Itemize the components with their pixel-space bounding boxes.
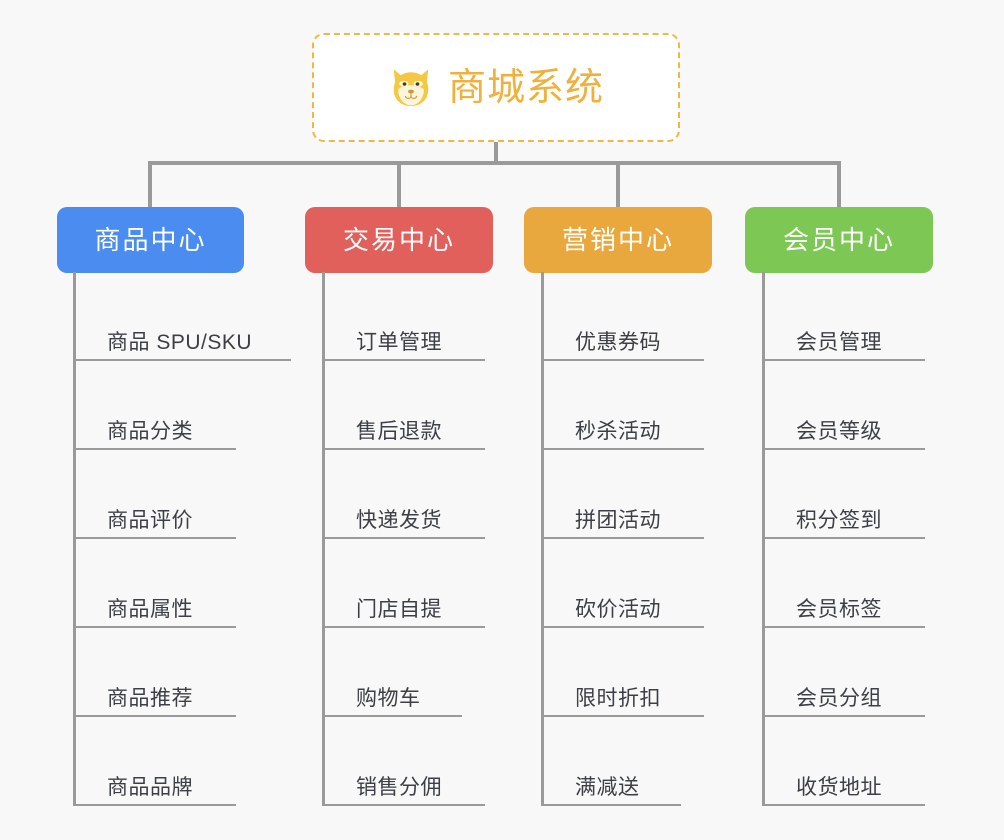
leaf-item[interactable]: 购物车	[322, 628, 462, 717]
leaf-item-label: 商品属性	[107, 598, 193, 621]
leaf-item[interactable]: 限时折扣	[541, 628, 704, 717]
category-box-3[interactable]: 营销中心	[524, 207, 712, 273]
leaf-trunk-3	[541, 272, 544, 806]
connector-drop-4	[837, 161, 841, 207]
category-box-1[interactable]: 商品中心	[57, 207, 244, 273]
leaf-item[interactable]: 销售分佣	[322, 717, 485, 806]
leaf-item[interactable]: 快递发货	[322, 450, 485, 539]
leaf-item-rule	[541, 804, 681, 806]
leaf-item[interactable]: 订单管理	[322, 272, 485, 361]
leaf-trunk-1	[73, 272, 76, 806]
leaf-item-label: 会员分组	[796, 687, 882, 710]
category-label-3: 营销中心	[561, 225, 674, 255]
leaf-item[interactable]: 收货地址	[762, 717, 925, 806]
leaf-item[interactable]: 商品评价	[73, 450, 236, 539]
leaf-item[interactable]: 商品属性	[73, 539, 236, 628]
leaf-item[interactable]: 商品推荐	[73, 628, 236, 717]
leaf-item[interactable]: 门店自提	[322, 539, 485, 628]
leaf-item-rule	[541, 626, 704, 628]
connector-drop-1	[148, 161, 152, 207]
leaf-item-rule	[762, 537, 925, 539]
leaf-item-rule	[762, 804, 925, 806]
leaf-item-label: 限时折扣	[575, 687, 661, 710]
leaf-trunk-4	[762, 272, 765, 806]
leaf-item-label: 收货地址	[796, 776, 882, 799]
leaf-item-rule	[762, 626, 925, 628]
leaf-item-rule	[322, 359, 485, 361]
leaf-trunk-2	[322, 272, 325, 806]
leaf-item-label: 快递发货	[356, 509, 442, 532]
leaf-item-rule	[762, 448, 925, 450]
leaf-item-rule	[762, 715, 925, 717]
leaf-item-rule	[541, 537, 704, 539]
leaf-item-rule	[322, 715, 462, 717]
leaf-item-label: 订单管理	[356, 331, 442, 354]
connector-drop-3	[616, 161, 620, 207]
category-box-2[interactable]: 交易中心	[305, 207, 493, 273]
leaf-item-label: 购物车	[356, 687, 421, 710]
leaf-item-rule	[541, 359, 704, 361]
category-label-2: 交易中心	[342, 225, 455, 255]
leaf-item-rule	[73, 715, 236, 717]
leaf-item-rule	[762, 359, 925, 361]
category-box-4[interactable]: 会员中心	[745, 207, 933, 273]
leaf-item-rule	[322, 448, 485, 450]
leaf-item-rule	[541, 715, 704, 717]
leaf-item-label: 商品品牌	[107, 776, 193, 799]
leaf-item-label: 门店自提	[356, 598, 442, 621]
leaf-item-rule	[322, 537, 485, 539]
leaf-item-label: 砍价活动	[575, 598, 661, 621]
connector-root-stem	[494, 142, 498, 163]
leaf-item[interactable]: 商品品牌	[73, 717, 236, 806]
leaf-item[interactable]: 会员等级	[762, 361, 925, 450]
root-node[interactable]: 商城系统	[312, 33, 680, 142]
leaf-item[interactable]: 优惠券码	[541, 272, 704, 361]
leaf-item-label: 拼团活动	[575, 509, 661, 532]
root-node-label: 商城系统	[447, 66, 604, 109]
leaf-item-label: 商品推荐	[107, 687, 193, 710]
leaf-item-label: 会员标签	[796, 598, 882, 621]
leaf-item-rule	[73, 537, 236, 539]
leaf-item[interactable]: 售后退款	[322, 361, 485, 450]
leaf-item-label: 商品 SPU/SKU	[107, 331, 253, 354]
leaf-item-label: 满减送	[575, 776, 640, 799]
leaf-item-rule	[322, 626, 485, 628]
leaf-item-rule	[73, 359, 291, 361]
leaf-item-label: 会员等级	[796, 420, 882, 443]
category-label-1: 商品中心	[94, 225, 207, 255]
leaf-item[interactable]: 会员分组	[762, 628, 925, 717]
leaf-item-rule	[73, 626, 236, 628]
leaf-item-label: 商品分类	[107, 420, 193, 443]
leaf-item-rule	[73, 448, 236, 450]
leaf-item-rule	[73, 804, 236, 806]
leaf-item-label: 售后退款	[356, 420, 442, 443]
connector-drop-2	[397, 161, 401, 207]
category-label-4: 会员中心	[782, 225, 895, 255]
leaf-item-label: 商品评价	[107, 509, 193, 532]
leaf-item[interactable]: 满减送	[541, 717, 681, 806]
leaf-item[interactable]: 商品分类	[73, 361, 236, 450]
leaf-item[interactable]: 积分签到	[762, 450, 925, 539]
leaf-item[interactable]: 秒杀活动	[541, 361, 704, 450]
leaf-item-label: 会员管理	[796, 331, 882, 354]
leaf-item[interactable]: 砍价活动	[541, 539, 704, 628]
leaf-item[interactable]: 会员标签	[762, 539, 925, 628]
leaf-item[interactable]: 会员管理	[762, 272, 925, 361]
leaf-item[interactable]: 商品 SPU/SKU	[73, 272, 291, 361]
leaf-item-label: 秒杀活动	[575, 420, 661, 443]
connector-horizontal-bus	[148, 161, 841, 165]
shiba-dog-face-icon	[393, 68, 429, 106]
leaf-item-rule	[541, 448, 704, 450]
leaf-item[interactable]: 拼团活动	[541, 450, 704, 539]
leaf-item-label: 积分签到	[796, 509, 882, 532]
leaf-item-rule	[322, 804, 485, 806]
leaf-item-label: 销售分佣	[356, 776, 442, 799]
leaf-item-label: 优惠券码	[575, 331, 661, 354]
